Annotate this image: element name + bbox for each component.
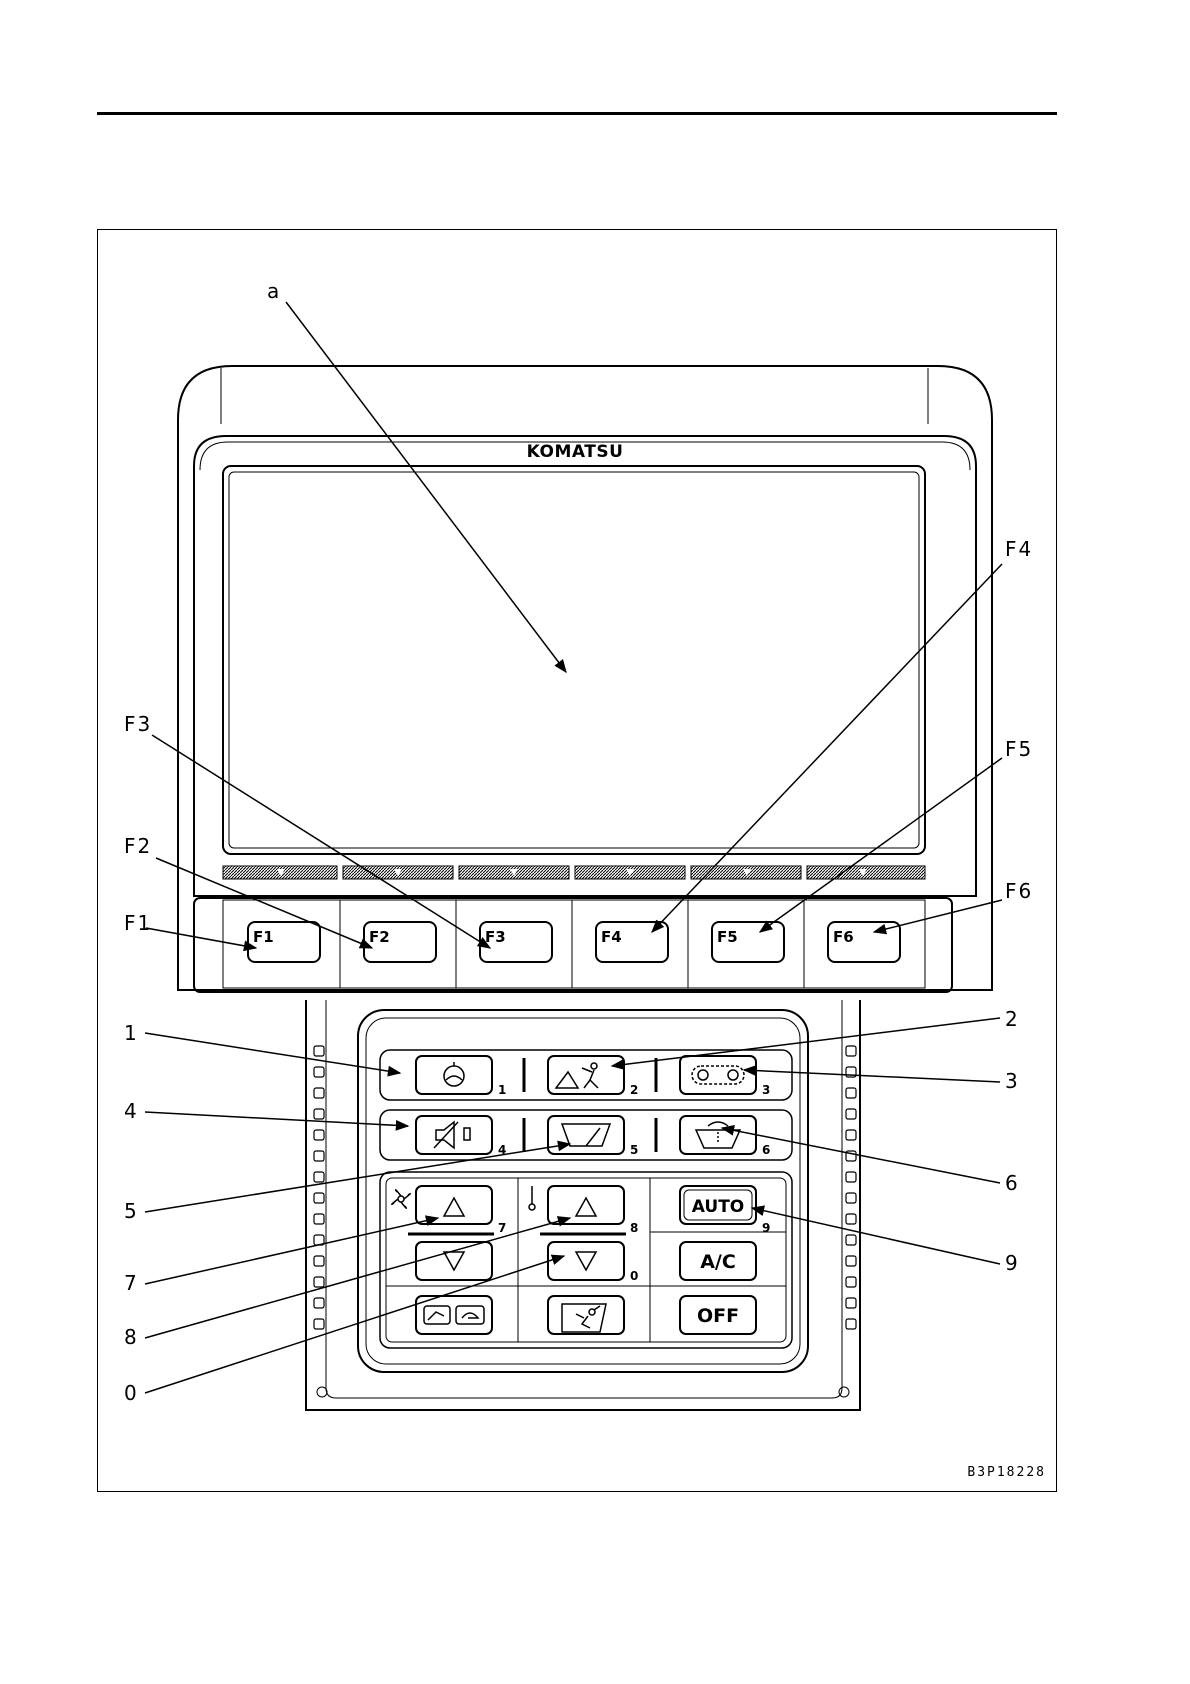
switch-number-1: 1	[498, 1083, 506, 1097]
callout-5: 5	[124, 1199, 139, 1223]
switch-number-9: 9	[762, 1221, 770, 1235]
off-label: OFF	[697, 1305, 739, 1327]
wiper-switch[interactable]	[548, 1116, 624, 1154]
callout-1: 1	[124, 1021, 139, 1045]
callout-f6: F6	[1005, 879, 1033, 903]
f6-label: F6	[833, 928, 854, 946]
function-key-f4[interactable]: F4	[596, 922, 668, 962]
fan-icon	[392, 1190, 411, 1209]
auto-label: AUTO	[692, 1197, 745, 1217]
temp-down-button[interactable]	[548, 1242, 624, 1280]
switch-number-3: 3	[762, 1083, 770, 1097]
switch-number-8: 8	[630, 1221, 638, 1235]
thermometer-icon	[529, 1186, 535, 1210]
callout-a: a	[267, 279, 281, 303]
switch-number-2: 2	[630, 1083, 638, 1097]
air-mode-button[interactable]	[416, 1296, 492, 1334]
travel-speed-switch[interactable]	[680, 1056, 756, 1094]
callout-8: 8	[124, 1325, 139, 1349]
f5-label: F5	[717, 928, 738, 946]
switch-number-6: 6	[762, 1143, 770, 1157]
callout-f3: F3	[124, 712, 152, 736]
brand-logo: KOMATSU	[527, 442, 624, 462]
fan-up-button[interactable]	[416, 1186, 492, 1224]
callout-f1: F1	[124, 911, 152, 935]
function-arrow-bar	[223, 866, 925, 879]
f4-label: F4	[601, 928, 622, 946]
callout-f4: F4	[1005, 537, 1033, 561]
figure-code: B3P18228	[967, 1465, 1046, 1480]
f2-label: F2	[369, 928, 390, 946]
window-washer-switch[interactable]	[680, 1116, 756, 1154]
buzzer-cancel-switch[interactable]	[416, 1116, 492, 1154]
switch-number-0: 0	[630, 1269, 638, 1283]
callout-4: 4	[124, 1099, 139, 1123]
display-screen	[223, 466, 925, 854]
working-mode-switch[interactable]	[548, 1056, 624, 1094]
callout-7: 7	[124, 1271, 139, 1295]
callout-f2: F2	[124, 834, 152, 858]
off-button[interactable]: OFF	[680, 1296, 756, 1334]
callout-2: 2	[1005, 1007, 1020, 1031]
switch-number-7: 7	[498, 1221, 506, 1235]
function-key-f3[interactable]: F3	[480, 922, 552, 962]
ac-button[interactable]: A/C	[680, 1242, 756, 1280]
function-key-f1[interactable]: F1	[248, 922, 320, 962]
callout-0: 0	[124, 1381, 139, 1405]
vent-mode-button[interactable]	[548, 1296, 624, 1334]
f1-label: F1	[253, 928, 274, 946]
callout-3: 3	[1005, 1069, 1020, 1093]
callout-6: 6	[1005, 1171, 1020, 1195]
switch-number-5: 5	[630, 1143, 638, 1157]
fan-down-button[interactable]	[416, 1242, 492, 1280]
auto-decelerator-switch[interactable]	[416, 1056, 492, 1094]
ac-label: A/C	[700, 1251, 736, 1273]
callout-f5: F5	[1005, 737, 1033, 761]
temp-up-button[interactable]	[548, 1186, 624, 1224]
callout-9: 9	[1005, 1251, 1020, 1275]
function-key-f5[interactable]: F5	[712, 922, 784, 962]
function-key-f2[interactable]: F2	[364, 922, 436, 962]
auto-button[interactable]: AUTO	[680, 1186, 756, 1224]
f3-label: F3	[485, 928, 506, 946]
